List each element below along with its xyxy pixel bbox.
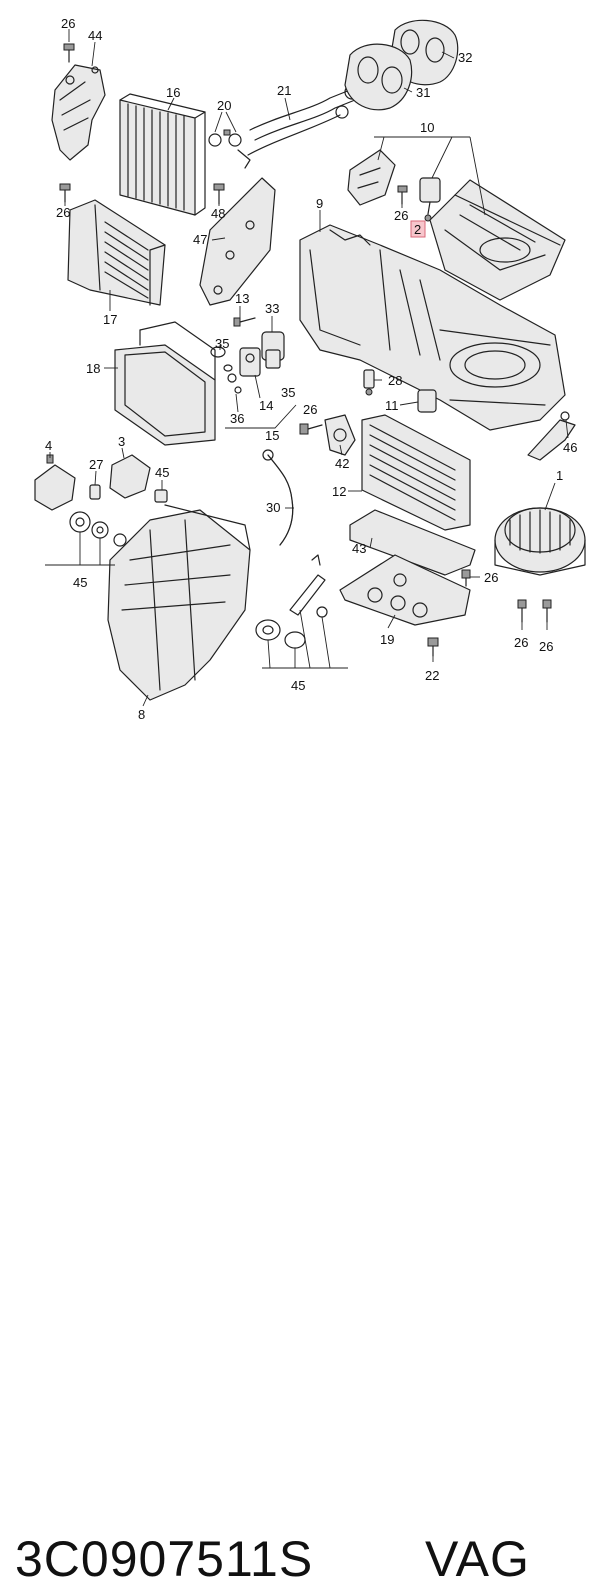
callout-8: 8 [138, 707, 145, 722]
callout-45-left: 45 [73, 575, 87, 590]
screw-13-drawing [233, 317, 256, 327]
callout-1: 1 [556, 468, 563, 483]
callout-44: 44 [88, 28, 102, 43]
callout-16: 16 [166, 85, 180, 100]
callout-35-lower: 35 [281, 385, 295, 400]
callout-43: 43 [352, 541, 366, 556]
small-sensor-2-drawing [419, 177, 441, 222]
callout-13: 13 [235, 291, 249, 306]
callout-26-bottom-a: 26 [514, 635, 528, 650]
callout-12: 12 [332, 484, 346, 499]
actuator-3-drawing [109, 454, 151, 499]
clips-20-drawing [208, 129, 251, 169]
screws-26-blower-drawing [461, 569, 552, 623]
screw-26-mid-drawing [299, 423, 323, 435]
bracket-46-drawing [527, 411, 576, 461]
clip-45-small-drawing [154, 489, 168, 503]
parts-45-bottom-drawing [255, 554, 328, 649]
callout-4: 4 [45, 438, 52, 453]
callout-30: 30 [266, 500, 280, 515]
callout-27: 27 [89, 457, 103, 472]
tray-19-drawing [339, 554, 471, 626]
bracket-47-drawing [199, 177, 276, 306]
screw-48-drawing [213, 183, 225, 205]
callout-35: 35 [215, 336, 229, 351]
part-number: 3C0907511S [15, 1531, 314, 1587]
callout-3: 3 [118, 434, 125, 449]
sensor-28-drawing [363, 369, 375, 396]
callout-32: 32 [458, 50, 472, 65]
filter-12-drawing [361, 414, 471, 531]
heater-core-16-drawing [119, 93, 206, 216]
callout-11: 11 [385, 398, 399, 413]
housing-8-drawing [107, 504, 251, 701]
hose-30-drawing [262, 449, 294, 546]
expansion-valve-33-drawing [261, 331, 285, 369]
callout-18: 18 [86, 361, 100, 376]
cover-43-drawing [349, 509, 476, 576]
ring-36-drawing [227, 373, 242, 394]
blower-1-drawing [494, 507, 586, 576]
heater-pipes-21-drawing [247, 84, 360, 156]
callout-17: 17 [103, 312, 117, 327]
sensor-42-drawing [324, 414, 356, 456]
gears-45-left-drawing [69, 511, 127, 547]
seal-35-drawing [210, 346, 233, 372]
blower-housing-cover-drawing [429, 179, 566, 301]
callout-21: 21 [277, 83, 291, 98]
clip-27-drawing [89, 484, 101, 500]
clip-11-drawing [417, 389, 437, 413]
callout-31: 31 [416, 85, 430, 100]
exploded-parts-diagram: 26 44 16 20 21 32 31 10 26 48 47 9 26 2 … [34, 16, 586, 722]
callout-19: 19 [380, 632, 394, 647]
bracket-44-drawing [51, 64, 106, 161]
callout-26-left: 26 [56, 205, 70, 220]
callout-28: 28 [388, 373, 402, 388]
evaporator-17-drawing [67, 199, 166, 306]
callout-2-highlight [410, 220, 426, 238]
callout-2: 2 [414, 222, 421, 237]
callout-45-bottom: 45 [291, 678, 305, 693]
callout-9: 9 [316, 196, 323, 211]
callout-26-bottom-b: 26 [539, 639, 553, 654]
callout-47: 47 [193, 232, 207, 247]
brand-label: VAG [425, 1531, 530, 1587]
callout-42: 42 [335, 456, 349, 471]
callout-15: 15 [265, 428, 279, 443]
callout-33: 33 [265, 301, 279, 316]
callout-36: 36 [230, 411, 244, 426]
actuator-bracket-drawing [347, 149, 396, 206]
callout-26-group10: 26 [394, 208, 408, 223]
leader-lines [45, 29, 569, 707]
screw-26-group10-drawing [397, 185, 408, 205]
callout-26-mid: 26 [303, 402, 317, 417]
callout-22: 22 [425, 668, 439, 683]
callout-20: 20 [217, 98, 231, 113]
callout-26-blower: 26 [484, 570, 498, 585]
callout-45-top: 45 [155, 465, 169, 480]
caption-bar: 3C0907511S VAG [0, 760, 600, 1587]
actuator-4-drawing [34, 454, 76, 511]
callout-labels: 26 44 16 20 21 32 31 10 26 48 47 9 26 2 … [45, 16, 577, 722]
screw-26-left-drawing [59, 183, 71, 203]
screw-26-top-drawing [63, 43, 75, 63]
callout-26: 26 [61, 16, 75, 31]
valve-block-14-drawing [239, 347, 261, 377]
nut-22-drawing [427, 637, 439, 657]
frame-18-drawing [114, 321, 216, 446]
main-housing-9-drawing [299, 224, 566, 431]
seal-31-drawing [344, 43, 413, 111]
callout-10: 10 [420, 120, 434, 135]
callout-48: 48 [211, 206, 225, 221]
callout-46: 46 [563, 440, 577, 455]
callout-14: 14 [259, 398, 273, 413]
